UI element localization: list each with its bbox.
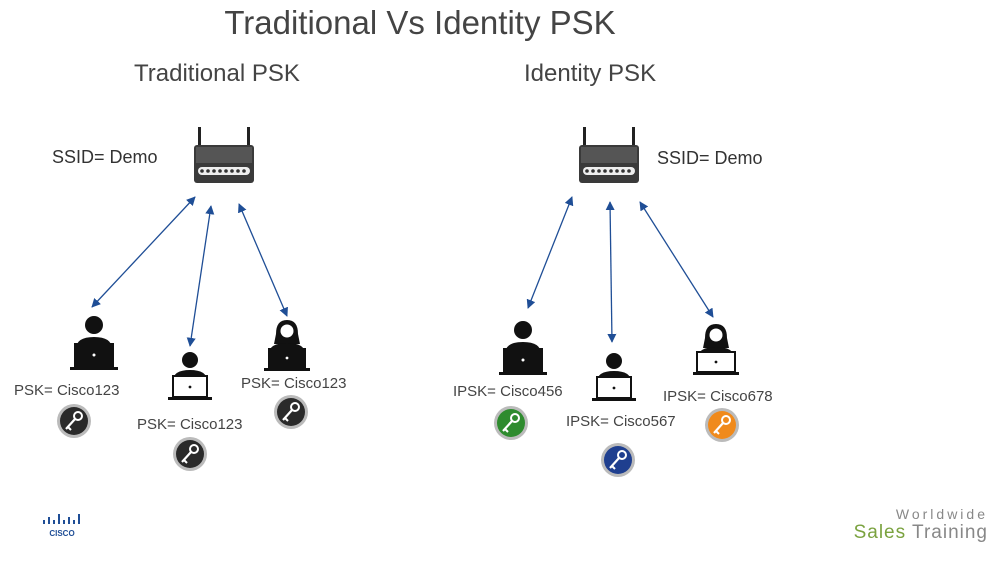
arrow-right-2 — [605, 201, 617, 343]
key-badge-icon — [274, 395, 308, 429]
user-laptop-icon — [70, 316, 118, 370]
page-title: Traditional Vs Identity PSK — [224, 4, 616, 41]
branding-training: Training — [912, 522, 988, 543]
ipsk-label: IPSK= Cisco567 — [566, 413, 676, 430]
arrow-right-3 — [639, 201, 714, 318]
branding-worldwide: Worldwide — [895, 506, 988, 522]
psk-label: PSK= Cisco123 — [14, 382, 120, 399]
user-laptop-outline-icon — [592, 353, 636, 401]
key-badge-icon — [494, 406, 528, 440]
cisco-logo: CISCO — [43, 514, 80, 538]
key-badge-icon — [705, 408, 739, 442]
identity-ssid: SSID= Demo — [657, 148, 763, 168]
branding-sales-training: Sales Training — [854, 522, 988, 544]
branding-sales: Sales — [853, 522, 907, 543]
ipsk-label: IPSK= Cisco456 — [453, 383, 563, 400]
key-badge-icon — [173, 437, 207, 471]
arrow-left-1 — [91, 196, 196, 308]
traditional-router-icon — [194, 127, 254, 183]
key-badge-icon — [601, 443, 635, 477]
key-badge-icon — [57, 404, 91, 438]
arrow-right-1 — [526, 196, 574, 309]
identity-heading: Identity PSK — [524, 60, 657, 87]
ipsk-label: IPSK= Cisco678 — [663, 388, 773, 405]
branding: Worldwide Sales Training — [854, 506, 988, 544]
traditional-heading: Traditional PSK — [134, 60, 300, 87]
user-laptop-outline-icon — [168, 352, 212, 400]
user-female-laptop-icon — [693, 324, 739, 375]
arrow-left-2 — [186, 205, 215, 347]
psk-label: PSK= Cisco123 — [241, 375, 347, 392]
psk-label: PSK= Cisco123 — [137, 416, 243, 433]
user-female-laptop-icon — [264, 320, 310, 371]
user-laptop-icon — [499, 321, 547, 375]
traditional-ssid: SSID= Demo — [52, 147, 158, 167]
arrow-left-3 — [238, 203, 288, 317]
identity-router-icon — [579, 127, 639, 183]
cisco-logo-text: CISCO — [49, 529, 74, 538]
